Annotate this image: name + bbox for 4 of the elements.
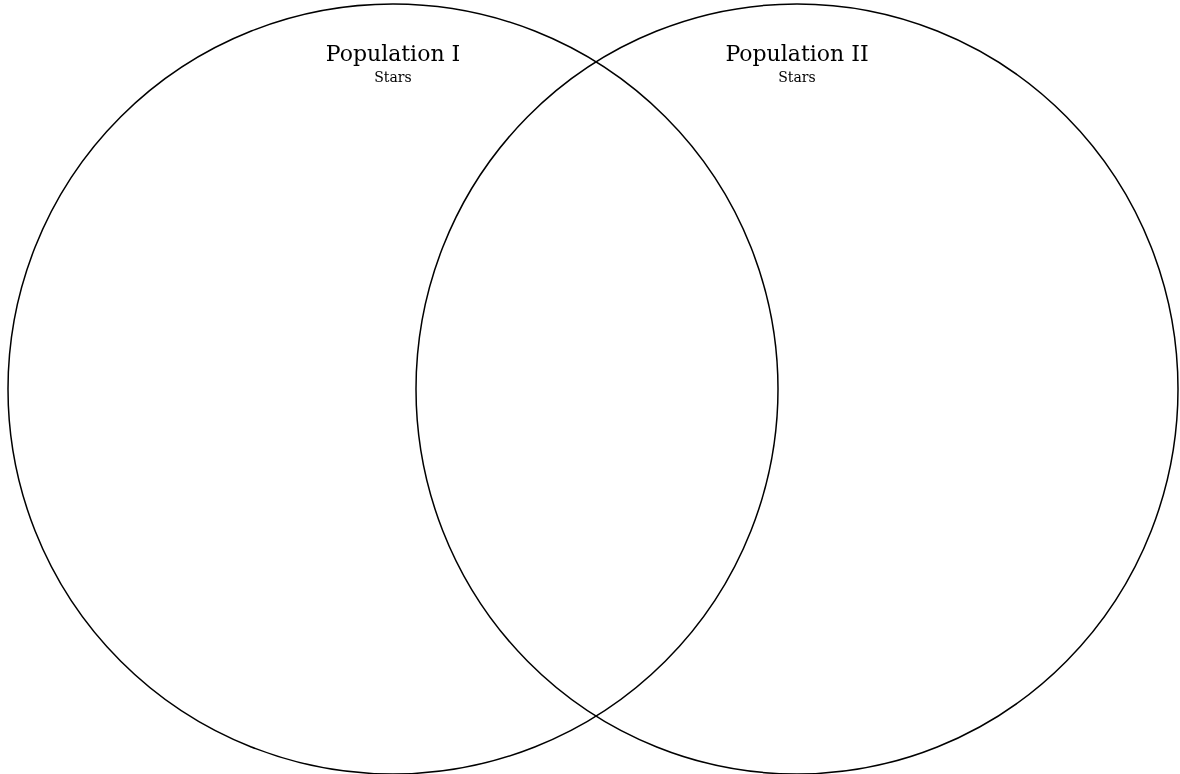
circle-subheading: Stars (374, 68, 412, 86)
circle-subheading: Stars (778, 68, 816, 86)
circle-heading: Population II (725, 40, 869, 68)
circle-heading: Population I (325, 40, 461, 68)
